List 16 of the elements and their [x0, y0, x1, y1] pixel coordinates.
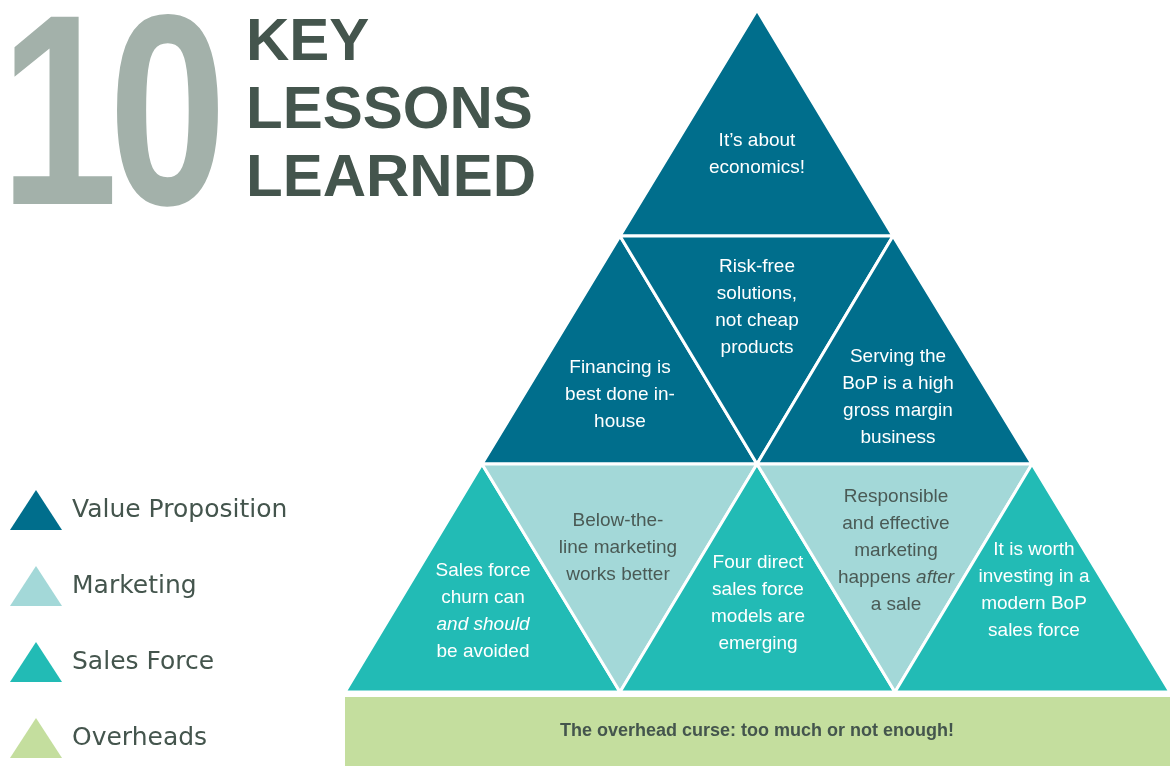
legend-label: Value Proposition	[72, 494, 288, 523]
lesson-text: Serving the BoP is a high gross margin business	[842, 344, 954, 449]
lesson-text: It is worth investing in a modern BoP sales force	[978, 537, 1090, 642]
lesson-text: Financing is best done in-house	[565, 355, 675, 433]
legend-label: Sales Force	[72, 646, 215, 675]
lesson-text: It’s about economics!	[707, 128, 807, 179]
lesson-text: The overhead curse: too much or not enough!	[559, 719, 955, 742]
legend-label: Marketing	[72, 570, 197, 599]
lesson-text: Risk-free solutions, not cheap products	[714, 254, 800, 359]
lesson-text: Below-the-line marketing works better	[558, 508, 678, 586]
big-number: 10	[0, 10, 218, 210]
lesson-text: Sales force churn can and should be avoided	[434, 558, 532, 663]
title: KEY LESSONS LEARNED	[246, 6, 537, 210]
legend-label: Overheads	[72, 722, 208, 751]
lesson-text: Four direct sales force models are emerging	[710, 550, 806, 655]
lesson-text: Responsible and effective marketing happens after a sale	[836, 484, 956, 616]
